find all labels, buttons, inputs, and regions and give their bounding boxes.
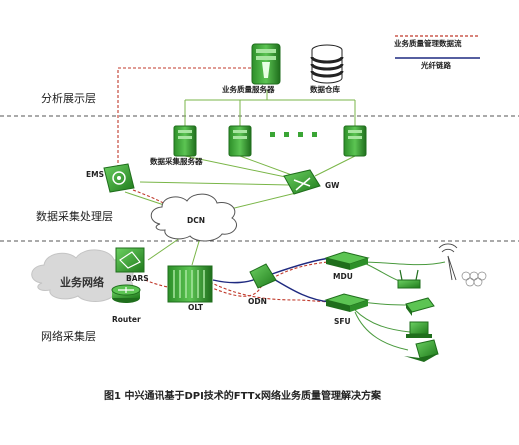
sfu-device — [324, 293, 370, 312]
router-device — [111, 284, 141, 303]
quality-server-label: 业务质量服务器 — [222, 85, 275, 94]
ellipsis-dots — [270, 132, 317, 137]
odn-splitter — [249, 263, 277, 289]
mdu-device — [324, 251, 370, 270]
bars-device — [115, 247, 145, 273]
router-label: Router — [112, 315, 141, 324]
legend-dataflow-label: 业务质量管理数据流 — [394, 39, 462, 48]
phone-icon — [405, 297, 435, 316]
desktop-computer-icon — [406, 321, 432, 338]
dcn-label: DCN — [187, 216, 206, 225]
odn-label: ODN — [248, 297, 267, 306]
olt-device — [167, 265, 213, 303]
data-warehouse-label: 数据仓库 — [310, 85, 340, 94]
layer-label-analysis: 分析展示层 — [41, 92, 96, 105]
gw-label: GW — [325, 181, 340, 190]
collection-server-2 — [228, 125, 252, 157]
ems-label: EMS — [86, 170, 104, 179]
mdu-label: MDU — [333, 272, 353, 281]
collection-server-1 — [173, 125, 197, 157]
server-links — [124, 90, 356, 266]
data-warehouse — [310, 44, 344, 84]
sfu-label: SFU — [334, 317, 351, 326]
gw-switch — [283, 169, 321, 195]
bars-label: BARS — [126, 274, 149, 283]
collection-server-3 — [343, 125, 367, 157]
wifi-router-icon — [397, 269, 421, 289]
dcn-cloud — [150, 193, 237, 242]
layer-label-network: 网络采集层 — [41, 330, 96, 343]
quality-server — [251, 43, 281, 85]
service-network-label: 业务网络 — [60, 276, 104, 289]
laptop-icon — [404, 339, 439, 362]
figure-caption: 图1 中兴通讯基于DPI技术的FTTx网络业务质量管理解决方案 — [104, 391, 381, 402]
olt-label: OLT — [188, 303, 204, 312]
wireless-tower-icon — [438, 243, 458, 281]
cell-coverage-icon — [461, 271, 487, 287]
layer-label-collection: 数据采集处理层 — [36, 210, 113, 223]
legend-fiber-label: 光纤链路 — [421, 61, 451, 70]
collection-server-label: 数据采集服务器 — [150, 157, 203, 166]
service-network-cloud — [31, 249, 134, 302]
ems-server — [103, 163, 135, 193]
